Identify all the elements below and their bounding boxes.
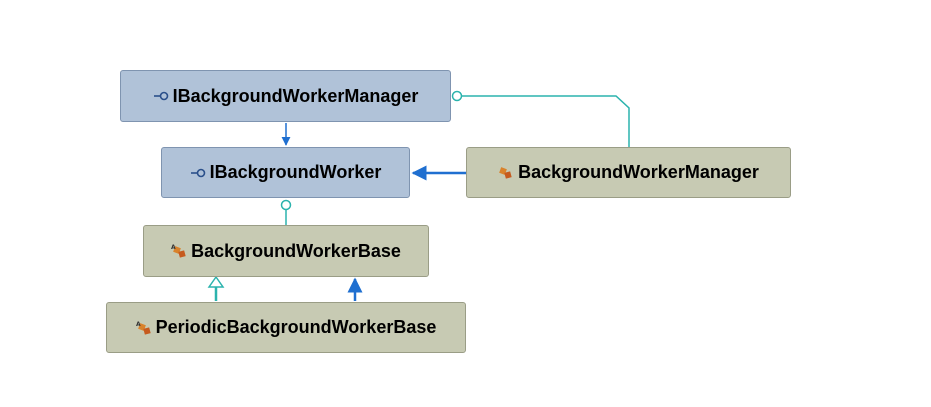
node-ibackgroundworkermanager[interactable]: IBackgroundWorkerManager <box>120 70 451 122</box>
node-label: IBackgroundWorkerManager <box>172 85 419 106</box>
abstract-class-icon: A <box>171 243 187 259</box>
interface-icon <box>190 165 206 181</box>
node-label: BackgroundWorkerBase <box>191 240 401 261</box>
node-label: BackgroundWorkerManager <box>518 162 759 182</box>
inheritance-triangle <box>207 275 225 288</box>
interface-icon <box>153 88 169 104</box>
lollipop-ibw <box>280 199 292 211</box>
node-ibackgroundworker[interactable]: IBackgroundWorker <box>161 147 410 198</box>
lollipop-ibwm <box>451 90 463 102</box>
node-periodicbackgroundworkerbase[interactable]: A PeriodicBackgroundWorkerBase <box>106 302 466 353</box>
node-label: PeriodicBackgroundWorkerBase <box>155 317 437 337</box>
node-backgroundworkerbase[interactable]: A BackgroundWorkerBase <box>143 225 429 277</box>
edge-bwm-implements-ibwm <box>462 95 630 147</box>
abstract-class-icon: A <box>136 320 152 336</box>
node-label: IBackgroundWorker <box>209 162 382 182</box>
svg-text:A: A <box>171 244 176 251</box>
class-icon <box>498 165 514 181</box>
node-backgroundworkermanager[interactable]: BackgroundWorkerManager <box>466 147 791 198</box>
svg-text:A: A <box>136 321 141 328</box>
